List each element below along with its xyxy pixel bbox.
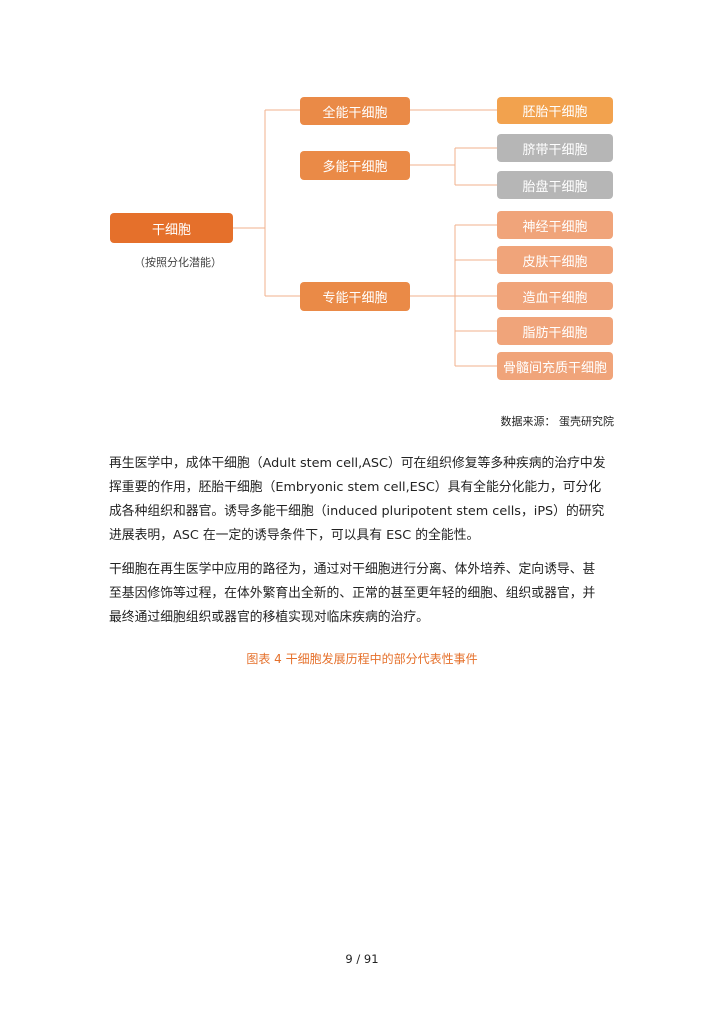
stem-cell-classification-diagram: 干细胞 （按照分化潜能） 全能干细胞 多能干细胞 专能干细胞 胚胎干细胞 脐带干… xyxy=(0,0,724,400)
connector-lines xyxy=(233,109,497,367)
child-skin: 皮肤干细胞 xyxy=(497,246,613,274)
child-neural: 神经干细胞 xyxy=(497,211,613,239)
data-source: 数据来源： 蛋壳研究院 xyxy=(500,415,615,428)
root-node: 干细胞 xyxy=(110,213,233,243)
page-number: 9 / 91 xyxy=(345,952,379,966)
paragraph-line: 再生医学中，成体干细胞（Adult stem cell,ASC）可在组织修复等多… xyxy=(109,456,606,471)
paragraph-line: 成各种组织和器官。诱导多能干细胞（induced pluripotent ste… xyxy=(109,504,605,519)
root-note: （按照分化潜能） xyxy=(134,256,222,269)
category-pluripotent: 多能干细胞 xyxy=(300,151,410,180)
child-umbilical: 脐带干细胞 xyxy=(497,134,613,162)
child-hematopoietic: 造血干细胞 xyxy=(497,282,613,310)
paragraph-1: 再生医学中，成体干细胞（Adult stem cell,ASC）可在组织修复等多… xyxy=(109,452,617,548)
category-unipotent: 专能干细胞 xyxy=(300,282,410,311)
paragraph-line: 至基因修饰等过程，在体外繁育出全新的、正常的甚至更年轻的细胞、组织或器官，并 xyxy=(109,586,596,601)
paragraph-line: 挥重要的作用，胚胎干细胞（Embryonic stem cell,ESC）具有全… xyxy=(109,480,602,495)
paragraph-line: 最终通过细胞组织或器官的移植实现对临床疾病的治疗。 xyxy=(109,610,429,625)
child-adipose: 脂肪干细胞 xyxy=(497,317,613,345)
paragraph-line: 进展表明，ASC 在一定的诱导条件下，可以具有 ESC 的全能性。 xyxy=(109,528,480,543)
paragraph-2: 干细胞在再生医学中应用的路径为，通过对干细胞进行分离、体外培养、定向诱导、甚 至… xyxy=(109,558,617,630)
paragraph-line: 干细胞在再生医学中应用的路径为，通过对干细胞进行分离、体外培养、定向诱导、甚 xyxy=(109,562,596,577)
child-placental: 胎盘干细胞 xyxy=(497,171,613,199)
category-totipotent: 全能干细胞 xyxy=(300,97,410,125)
child-embryonic: 胚胎干细胞 xyxy=(497,97,613,124)
child-bone-marrow-mesenchymal: 骨髓间充质干细胞 xyxy=(497,352,613,380)
figure-caption: 图表 4 干细胞发展历程中的部分代表性事件 xyxy=(246,652,478,666)
